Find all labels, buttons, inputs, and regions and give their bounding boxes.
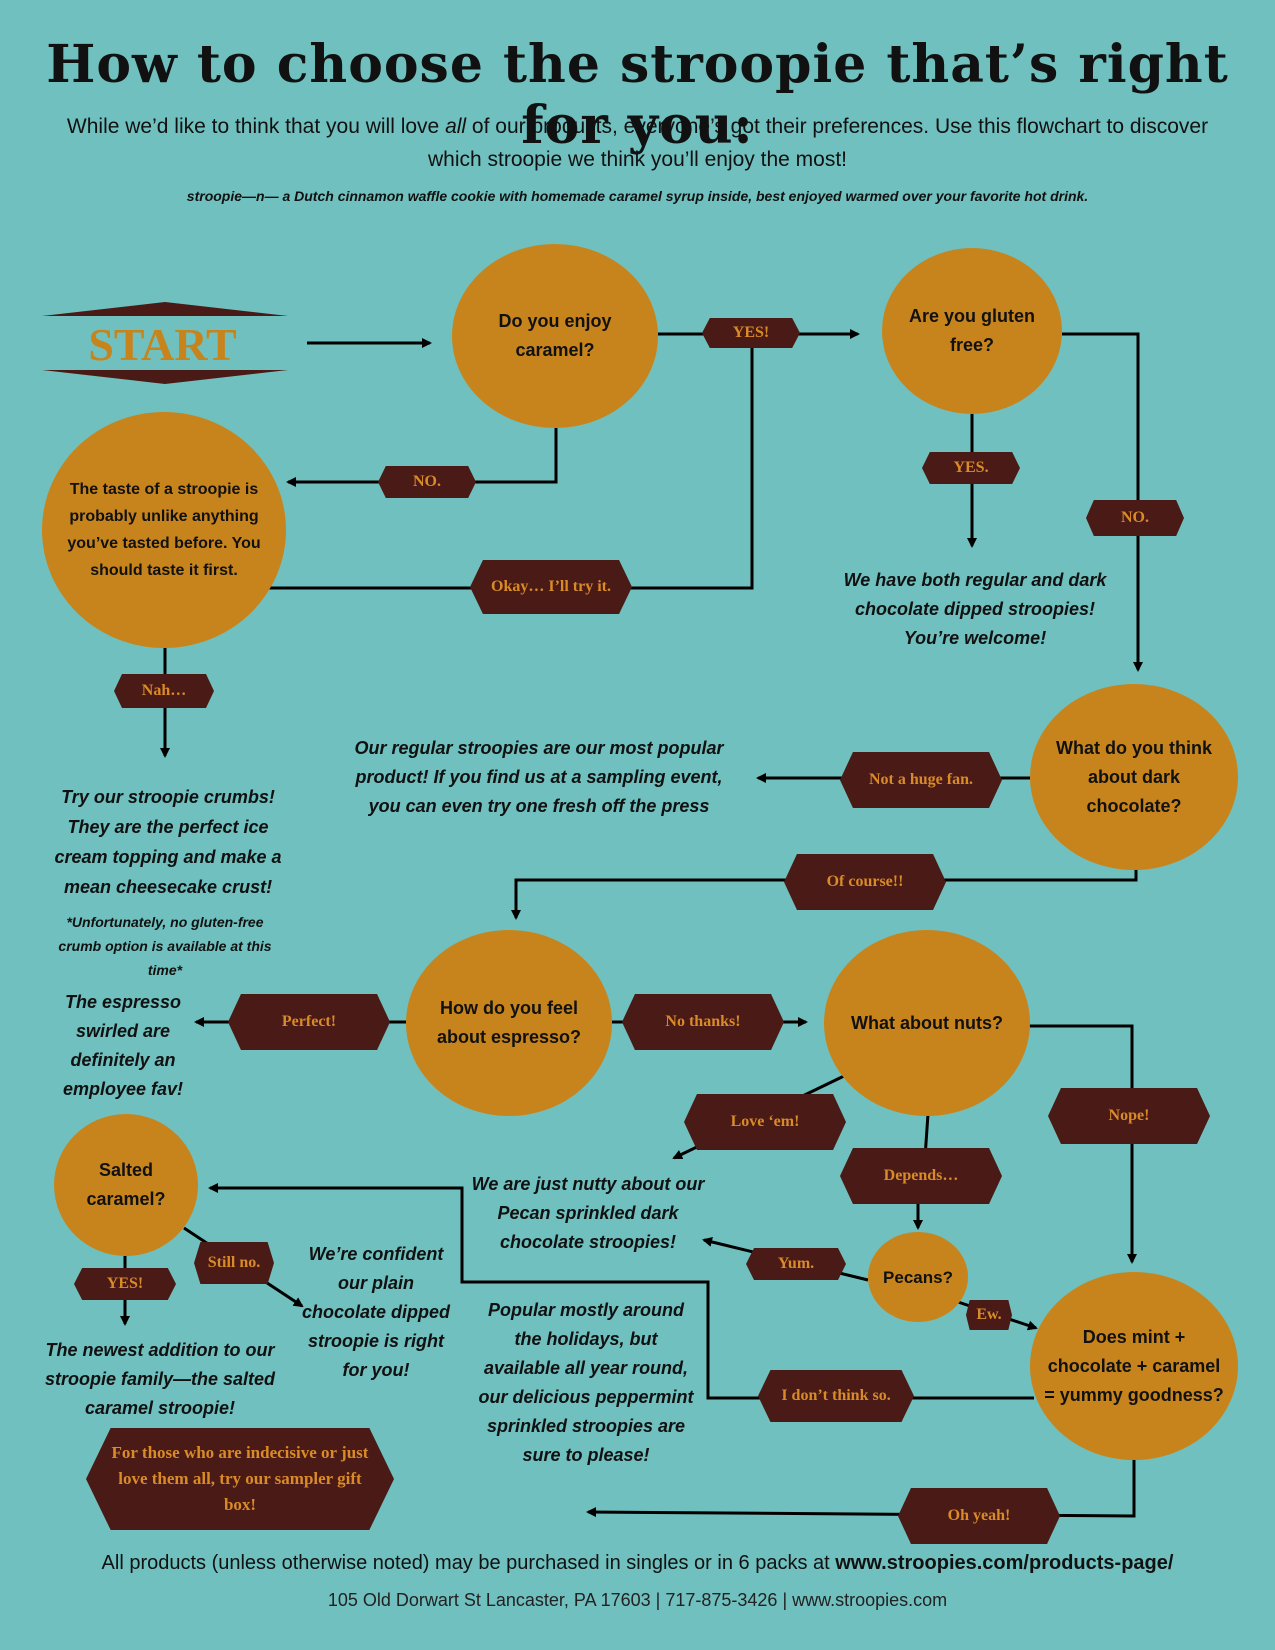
node-nuts-text: What about nuts? (851, 1012, 1003, 1033)
node-dark-chocolate-text: What do you think about dark chocolate? (1056, 737, 1212, 816)
footer-purchase-text: All products (unless otherwise noted) ma… (101, 1552, 836, 1574)
page-subtitle: While we’d like to think that you will l… (40, 110, 1235, 176)
products-page-link[interactable]: www.stroopies.com/products-page/ (835, 1552, 1174, 1574)
node-enjoy-caramel-text: Do you enjoy caramel? (498, 311, 612, 360)
sampler-gift-box-callout: For those who are indecisive or just lov… (86, 1428, 394, 1530)
label-yes-gluten: YES. (922, 452, 1020, 484)
connector-okay (268, 334, 754, 590)
result-salted-caramel: The newest addition to our stroopie fami… (44, 1340, 276, 1418)
label-yes-salted: YES! (74, 1268, 176, 1300)
node-pecans: Pecans? (868, 1232, 968, 1322)
label-yes-caramel: YES! (702, 318, 800, 348)
footer-purchase-info: All products (unless otherwise noted) ma… (0, 1552, 1275, 1575)
page-title: How to choose the stroopie that’s right … (46, 34, 1229, 156)
node-nuts: What about nuts? (824, 930, 1030, 1116)
start-banner-top (42, 302, 288, 316)
label-ew: Ew. (966, 1300, 1012, 1330)
connector-oh-yeah (586, 1458, 1136, 1518)
label-no-caramel: NO. (378, 466, 476, 498)
connector-no-caramel (286, 428, 558, 487)
node-gluten-free-text: Are you gluten free? (908, 306, 1035, 355)
node-salted-caramel: Salted caramel? (54, 1114, 198, 1256)
start-label: START (88, 319, 237, 370)
subtitle-text-end: of our products, everyone’s got their pr… (427, 115, 1209, 171)
label-dont-think: I don’t think so. (758, 1370, 914, 1422)
connector-no-gluten (1062, 332, 1143, 672)
stroopie-definition: stroopie—n— a Dutch cinnamon waffle cook… (186, 188, 1089, 204)
label-not-huge-fan: Not a huge fan. (840, 752, 1002, 808)
result-peppermint: Popular mostly around the holidays, but … (478, 1300, 694, 1465)
result-regular: Our regular stroopies are our most popul… (354, 738, 724, 816)
start-banner-bottom (42, 370, 288, 384)
label-okay: Okay… I’ll try it. (470, 560, 632, 614)
node-taste-first-text: The taste of a stroopie is probably unli… (67, 481, 261, 579)
result-gluten-free: We have both regular and dark chocolate … (843, 570, 1107, 648)
node-gluten-free: Are you gluten free? (882, 248, 1062, 414)
connector-nope (1028, 1024, 1137, 1264)
label-nah: Nah… (114, 674, 214, 708)
node-salted-caramel-text: Salted caramel? (86, 1160, 166, 1209)
subtitle-emphasis: all (445, 115, 467, 138)
label-perfect: Perfect! (228, 994, 390, 1050)
node-mint-text: Does mint + chocolate + caramel = yummy … (1044, 1326, 1224, 1405)
subtitle-text-start: While we’d like to think that you will l… (66, 115, 446, 138)
label-still-no: Still no. (194, 1242, 274, 1284)
label-oh-yeah: Oh yeah! (898, 1488, 1060, 1544)
label-depends: Depends… (840, 1148, 1002, 1204)
node-espresso-text: How do you feel about espresso? (436, 998, 582, 1047)
result-crumbs-note: *Unfortunately, no gluten-free crumb opt… (58, 914, 272, 978)
footer-contact: 105 Old Dorwart St Lancaster, PA 17603 |… (327, 1590, 948, 1610)
label-no-gluten: NO. (1086, 500, 1184, 536)
label-love-em: Love ‘em! (684, 1094, 846, 1150)
node-dark-chocolate: What do you think about dark chocolate? (1030, 684, 1238, 870)
label-no-thanks: No thanks! (622, 994, 784, 1050)
label-yum: Yum. (746, 1248, 846, 1280)
node-espresso: How do you feel about espresso? (406, 930, 612, 1116)
label-of-course: Of course!! (784, 854, 946, 910)
node-mint: Does mint + chocolate + caramel = yummy … (1030, 1272, 1238, 1460)
label-nope: Nope! (1048, 1088, 1210, 1144)
node-pecans-text: Pecans? (883, 1267, 953, 1287)
result-crumbs: Try our stroopie crumbs! They are the pe… (54, 787, 282, 897)
result-espresso: The espresso swirled are definitely an e… (62, 992, 184, 1099)
node-enjoy-caramel: Do you enjoy caramel? (452, 244, 658, 428)
result-pecan: We are just nutty about our Pecan sprink… (471, 1174, 705, 1252)
node-taste-first: The taste of a stroopie is probably unli… (42, 412, 286, 648)
result-plain-chocolate: We’re confident our plain chocolate dipp… (301, 1244, 451, 1380)
